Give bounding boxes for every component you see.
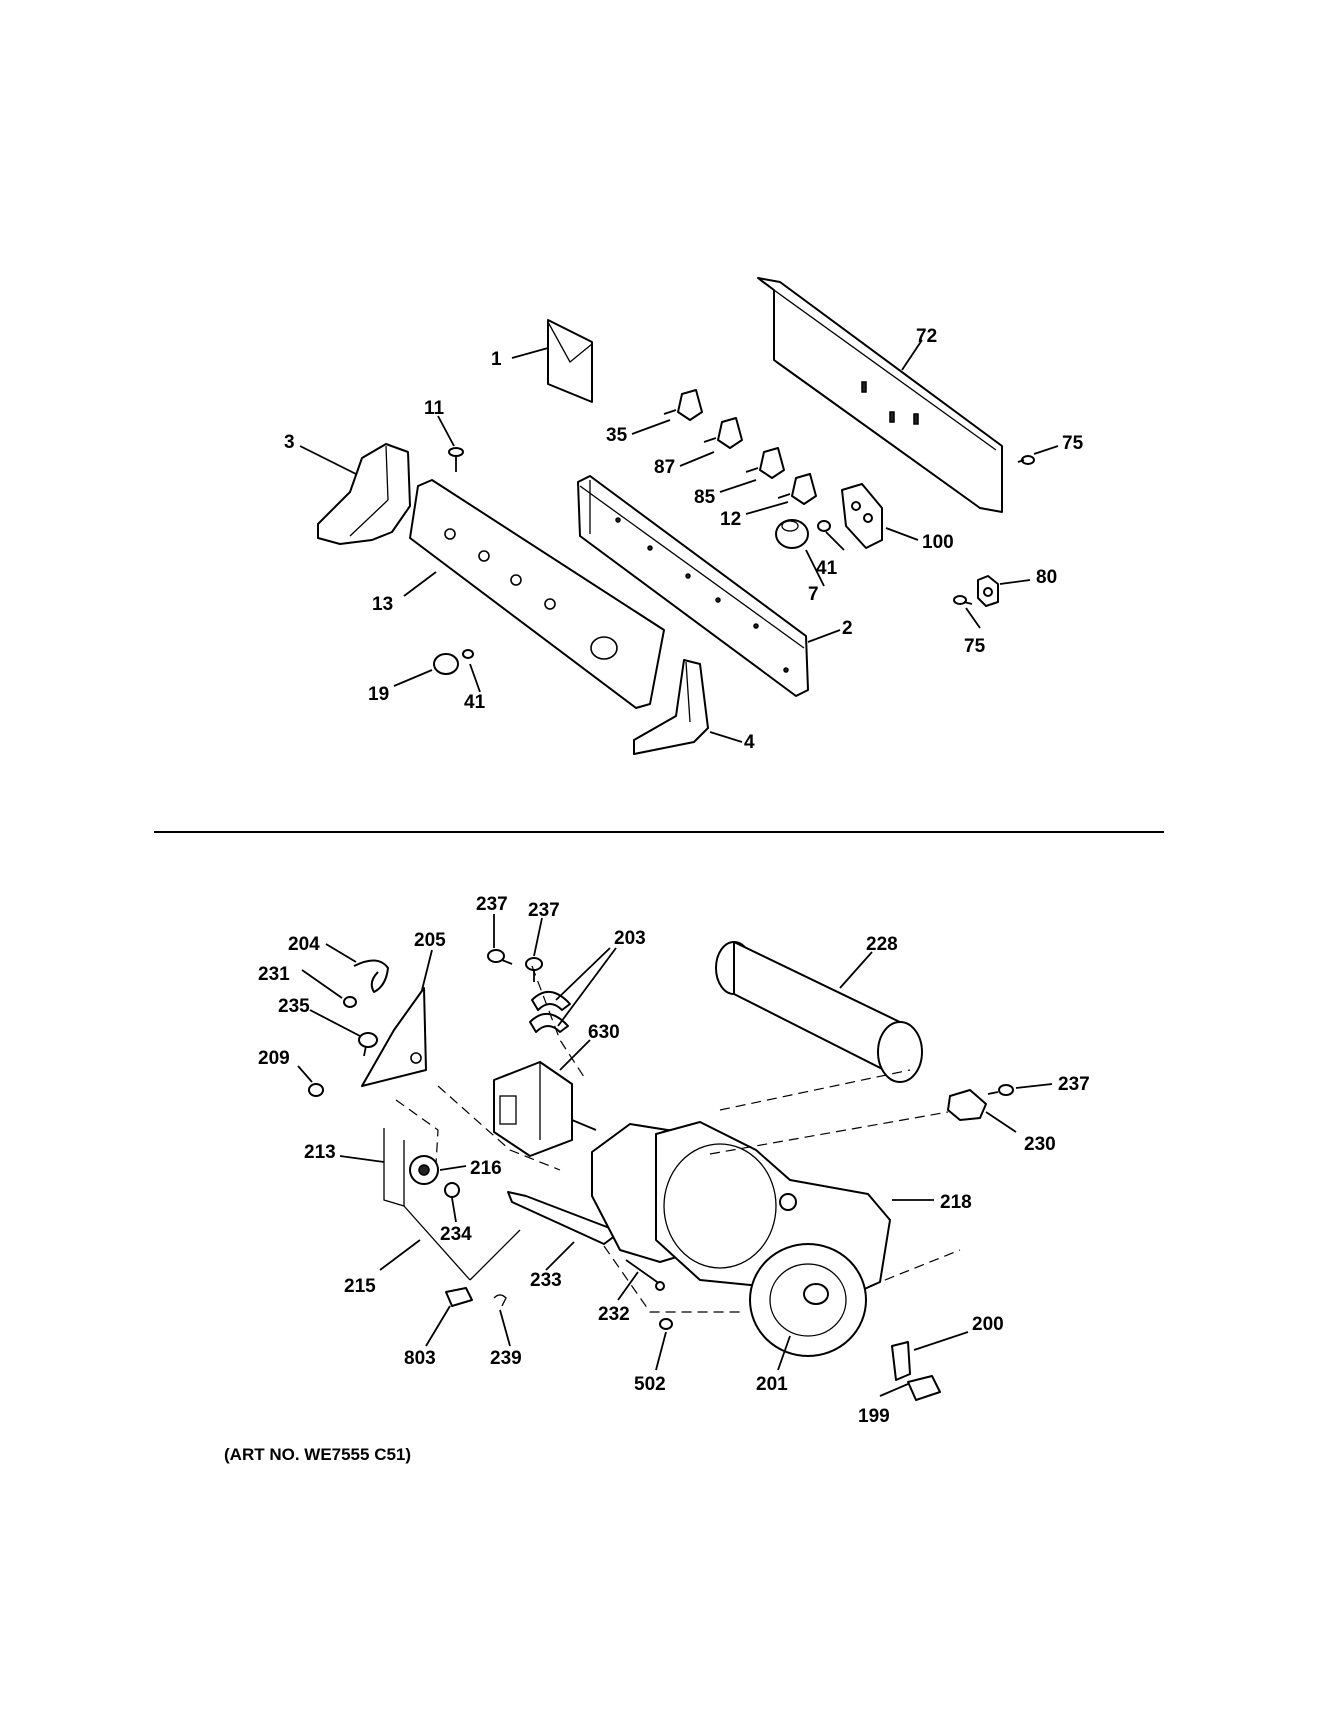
label-100: 100 — [922, 532, 954, 553]
label-11: 11 — [424, 398, 445, 419]
label-209: 209 — [258, 1048, 290, 1069]
part-228-duct — [715, 941, 923, 1083]
label-237-c: 237 — [1058, 1074, 1090, 1095]
top-labels: 1 72 11 35 3 75 87 85 12 100 41 80 7 13 … — [284, 326, 1084, 753]
part-630-motor — [493, 1061, 597, 1157]
label-803: 803 — [404, 1348, 436, 1369]
part-200-clamp — [891, 1341, 911, 1381]
part-205-bracket — [361, 987, 427, 1087]
label-85: 85 — [694, 487, 716, 508]
part-35-switch — [663, 389, 703, 421]
part-199-foot — [907, 1375, 941, 1401]
label-234: 234 — [440, 1224, 472, 1245]
part-80-bracket — [977, 575, 999, 607]
label-216: 216 — [470, 1158, 502, 1179]
bottom-labels: 237 237 204 205 203 228 231 235 630 209 … — [258, 894, 1090, 1427]
part-213-rod — [383, 1128, 521, 1281]
label-205: 205 — [414, 930, 446, 951]
label-19: 19 — [368, 684, 389, 705]
label-237-b: 237 — [528, 900, 560, 921]
part-75-screw-upper — [1017, 455, 1035, 465]
part-234-bearing — [444, 1182, 460, 1198]
label-75: 75 — [1062, 433, 1084, 454]
label-630: 630 — [588, 1022, 620, 1043]
part-237-screw-a — [487, 949, 513, 965]
label-213: 213 — [304, 1142, 336, 1163]
label-41-lower: 41 — [464, 692, 486, 713]
label-203: 203 — [614, 928, 646, 949]
bottom-leader-lines — [297, 914, 1053, 1397]
label-1: 1 — [491, 349, 502, 370]
label-3: 3 — [284, 432, 295, 453]
part-72-rear-panel — [757, 277, 1003, 513]
label-199: 199 — [858, 1406, 890, 1427]
label-502: 502 — [634, 1374, 666, 1395]
label-41: 41 — [816, 558, 838, 579]
label-239: 239 — [490, 1348, 522, 1369]
part-502-screw — [659, 1318, 673, 1330]
part-85-switch — [745, 447, 785, 479]
part-216-pulley — [409, 1155, 439, 1185]
label-75-lower: 75 — [964, 636, 986, 657]
label-204: 204 — [288, 934, 320, 955]
label-201: 201 — [756, 1374, 788, 1395]
alignment-lines — [395, 965, 961, 1313]
part-1-envelope — [547, 319, 593, 403]
label-233: 233 — [530, 1270, 562, 1291]
label-12: 12 — [720, 509, 741, 530]
top-leader-lines — [299, 339, 1059, 743]
label-237-a: 237 — [476, 894, 508, 915]
label-230: 230 — [1024, 1134, 1056, 1155]
label-13: 13 — [372, 594, 393, 615]
label-35: 35 — [606, 425, 628, 446]
label-232: 232 — [598, 1304, 630, 1325]
art-number-caption: (ART NO. WE7555 C51) — [224, 1445, 411, 1464]
part-7-knob — [775, 519, 809, 549]
label-72: 72 — [916, 326, 937, 347]
part-19-knob — [433, 653, 459, 675]
part-2-panel-frame — [577, 475, 809, 697]
part-41-insert-lower — [462, 649, 474, 659]
part-203-strap-b — [529, 1013, 569, 1033]
label-231: 231 — [258, 964, 290, 985]
part-13-control-panel — [409, 479, 665, 709]
label-7: 7 — [808, 584, 819, 605]
part-237-screw-c — [987, 1084, 1014, 1096]
label-80: 80 — [1036, 567, 1057, 588]
part-233-mount — [507, 1191, 621, 1245]
label-235: 235 — [278, 996, 310, 1017]
label-215: 215 — [344, 1276, 376, 1297]
label-218: 218 — [940, 1192, 972, 1213]
label-4: 4 — [744, 732, 755, 753]
label-228: 228 — [866, 934, 898, 955]
part-231-screw — [343, 996, 357, 1008]
part-201-blower-wheel — [749, 1243, 867, 1357]
part-41-insert — [817, 520, 831, 532]
part-203-strap-a — [531, 991, 571, 1011]
label-200: 200 — [972, 1314, 1004, 1335]
label-2: 2 — [842, 618, 853, 639]
part-100-timer — [841, 483, 883, 549]
part-87-switch — [703, 417, 743, 449]
part-803-connector — [445, 1287, 473, 1307]
part-230-thermostat — [947, 1089, 987, 1121]
part-75-screw-lower — [953, 595, 973, 605]
part-204-clip — [353, 959, 389, 993]
part-12-switch — [777, 473, 817, 505]
part-239-clip — [493, 1294, 507, 1307]
part-235-screw — [358, 1032, 378, 1057]
part-11-screw — [448, 447, 464, 472]
part-209-nut — [308, 1083, 324, 1097]
part-232-pin — [625, 1259, 665, 1291]
part-3-end-cap — [317, 443, 411, 545]
label-87: 87 — [654, 457, 675, 478]
part-4-end-cap — [633, 659, 709, 755]
